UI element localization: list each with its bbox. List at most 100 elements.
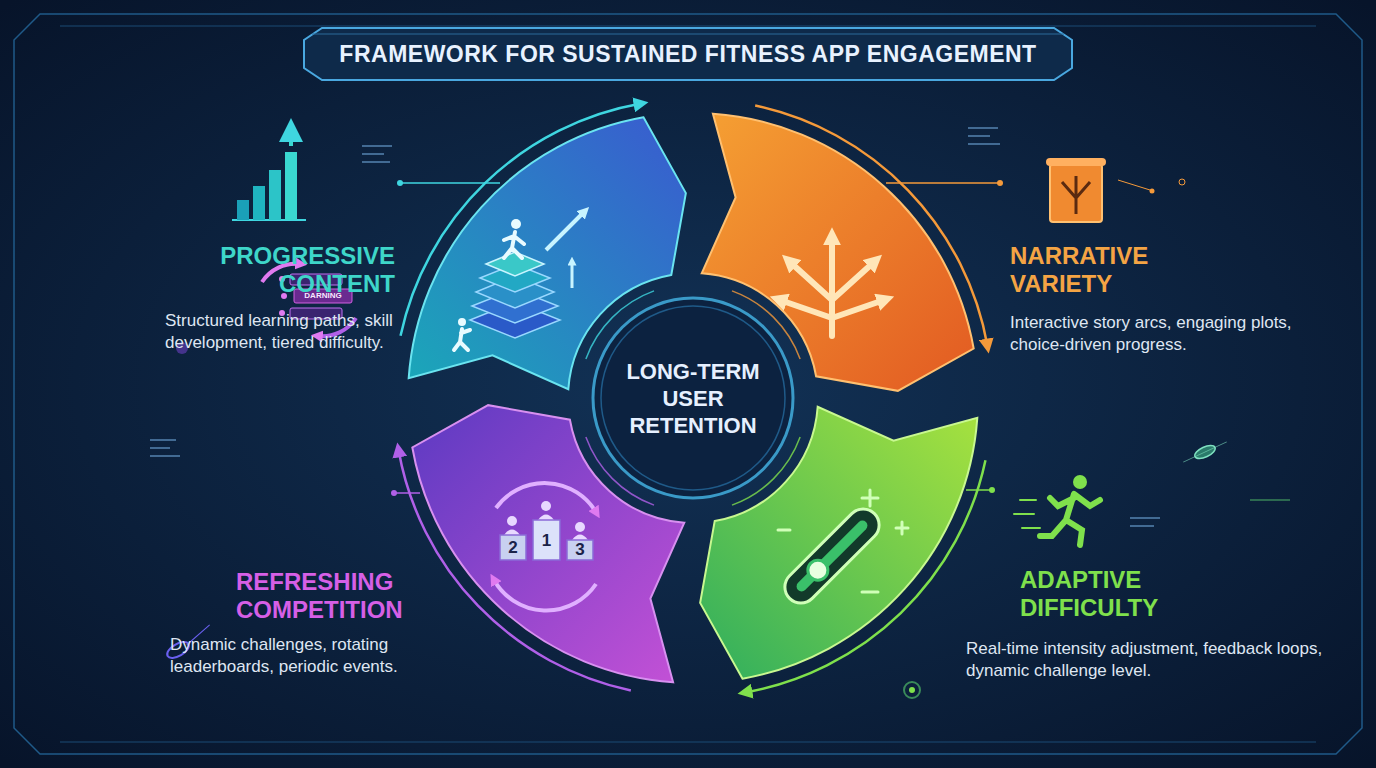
- podium-icon: [500, 535, 526, 560]
- branching-arrows-icon: [829, 238, 835, 336]
- podium-number: 3: [567, 540, 593, 560]
- runner-icon: [1014, 500, 1040, 528]
- bar-chart-icon: [232, 130, 306, 220]
- scroll-icon: [1046, 158, 1155, 222]
- section-heading: ADAPTIVE DIFFICULTY: [1020, 566, 1240, 622]
- branching-arrows-icon: [790, 262, 832, 300]
- podium-icon: [575, 522, 585, 532]
- slider-icon: [795, 519, 870, 594]
- decor-dashes: [1130, 525, 1154, 527]
- podium-icon: [496, 483, 596, 512]
- leader-lines: [391, 490, 397, 496]
- staircase-icon: [454, 212, 584, 350]
- leader-lines: [997, 180, 1003, 186]
- decor-dashes: [150, 447, 170, 449]
- title-banner: [304, 28, 1072, 80]
- decor-dashes: [362, 161, 390, 163]
- branching-arrows-icon: [780, 300, 832, 318]
- frame-line: [60, 26, 1316, 742]
- section-description: Dynamic challenges, rotating leaderboard…: [170, 634, 455, 678]
- circle-outline: [593, 298, 793, 498]
- staircase-icon: [486, 252, 544, 276]
- bar-chart-icon: [285, 152, 297, 220]
- leader-lines: [400, 182, 500, 184]
- podium-icon: [504, 530, 520, 536]
- podium-icon: [567, 540, 593, 560]
- bar-chart-icon: [253, 186, 265, 220]
- branching-arrows-icon: [832, 262, 874, 300]
- leader-lines: [886, 182, 1000, 184]
- decor-dashes: [150, 439, 176, 441]
- staircase-icon: [454, 219, 524, 350]
- slider-icon: [896, 522, 908, 534]
- branching-arrows-icon: [780, 238, 884, 336]
- flow-arrow: [401, 104, 642, 336]
- staircase-icon: [454, 329, 470, 350]
- staircase-icon: [571, 262, 574, 288]
- list-row-text: DARNING: [294, 289, 352, 303]
- runner-icon: [1014, 475, 1100, 545]
- staircase-icon: [458, 318, 466, 326]
- staircase-icon: [511, 219, 521, 229]
- decor-dashes: [362, 153, 384, 155]
- podium-icon: [494, 483, 596, 610]
- podium-number: 2: [500, 535, 526, 560]
- podium-icon: [572, 535, 588, 541]
- deco-orbs: [909, 687, 915, 693]
- section-heading: NARRATIVE VARIETY: [1010, 242, 1230, 298]
- bar-chart-icon: [237, 200, 249, 220]
- decor-dashes: [968, 143, 1000, 145]
- scroll-icon: [1046, 158, 1106, 166]
- podium-icon: [533, 520, 560, 560]
- leader-lines: [394, 492, 420, 494]
- scroll-icon: [1150, 189, 1155, 194]
- branching-arrows-icon: [832, 300, 884, 318]
- flow-arrow: [399, 450, 631, 691]
- slider-icon: [862, 591, 878, 594]
- podium-icon: [507, 516, 517, 526]
- title: FRAMEWORK FOR SUSTAINED FITNESS APP ENGA…: [310, 40, 1066, 68]
- decor-dashes: [968, 135, 990, 137]
- flow-arrow: [755, 106, 987, 347]
- slider-icon: [778, 490, 908, 610]
- decor-dashes: [1130, 517, 1160, 519]
- scroll-icon: [1118, 180, 1150, 190]
- staircase-icon: [546, 212, 584, 250]
- slider-icon: [804, 556, 832, 584]
- leader-lines: [397, 180, 403, 186]
- section-description: Real-time intensity adjustment, feedback…: [966, 638, 1361, 682]
- leader-lines: [966, 489, 992, 491]
- staircase-icon: [504, 232, 524, 258]
- page-frame: [14, 14, 1362, 754]
- bar-chart-icon: [269, 170, 281, 220]
- scroll-icon: [1062, 176, 1090, 214]
- slider-icon: [778, 502, 885, 609]
- deco-orbs: [1179, 179, 1185, 185]
- leader-lines: [989, 487, 995, 493]
- podium-number: 1: [533, 522, 560, 560]
- decor-dashes: [150, 455, 180, 457]
- center-circle: LONG-TERM USER RETENTION: [591, 296, 795, 500]
- scroll-icon: [1050, 164, 1102, 222]
- title-banner: [304, 28, 1072, 80]
- slider-icon: [778, 529, 790, 532]
- runner-icon: [1040, 494, 1100, 545]
- section-description: Interactive story arcs, engaging plots, …: [1010, 312, 1320, 356]
- decor-dashes: [1250, 499, 1290, 501]
- node-text: LONG-TERM USER RETENTION: [613, 358, 773, 439]
- deco-orbs: [1181, 437, 1229, 466]
- decor-dashes: [362, 145, 392, 147]
- circle-inner-ring: [601, 306, 785, 490]
- deco-orbs: [904, 682, 920, 698]
- section-description: Structured learning paths, skill develop…: [165, 310, 400, 354]
- section-heading: REFRESHING COMPETITION: [236, 568, 451, 624]
- podium-icon: [494, 580, 596, 610]
- scroll-icon: [1062, 176, 1090, 214]
- flow-arrow: [745, 460, 986, 692]
- decor-dashes: [968, 127, 998, 129]
- deco-orbs: [1183, 442, 1227, 462]
- runner-icon: [1073, 475, 1087, 489]
- slider-icon: [778, 502, 885, 609]
- title-banner: [312, 34, 1064, 35]
